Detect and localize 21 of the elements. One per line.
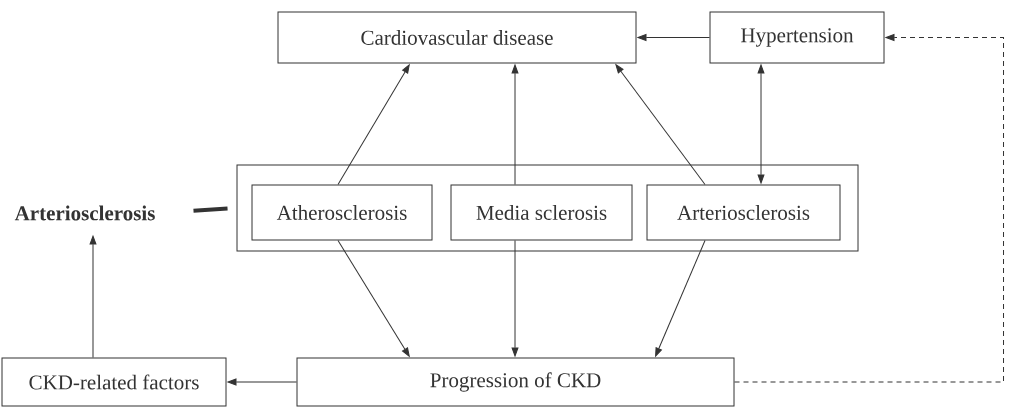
process-box: Progression of CKD <box>296 357 735 407</box>
process-box: CKD-related factors <box>1 357 227 407</box>
arrow <box>337 64 410 185</box>
arrow <box>511 64 519 185</box>
group-box <box>236 164 859 252</box>
process-box: Cardiovascular disease <box>277 11 637 64</box>
process-box: Atherosclerosis <box>251 184 433 241</box>
process-box: Arteriosclerosis <box>646 184 841 241</box>
arrow <box>655 240 706 357</box>
arrow <box>511 240 519 357</box>
arrow <box>615 64 706 185</box>
arrow <box>89 235 97 358</box>
process-box: Media sclerosis <box>450 184 633 241</box>
arrow <box>337 240 410 357</box>
dashed-arrow <box>734 34 1004 383</box>
thick-bar <box>193 206 228 213</box>
arrow <box>227 378 297 386</box>
arrow <box>637 34 710 41</box>
bold-label: Arteriosclerosis <box>14 205 155 221</box>
double-arrow <box>757 64 765 184</box>
process-box: Hypertension <box>709 11 885 64</box>
